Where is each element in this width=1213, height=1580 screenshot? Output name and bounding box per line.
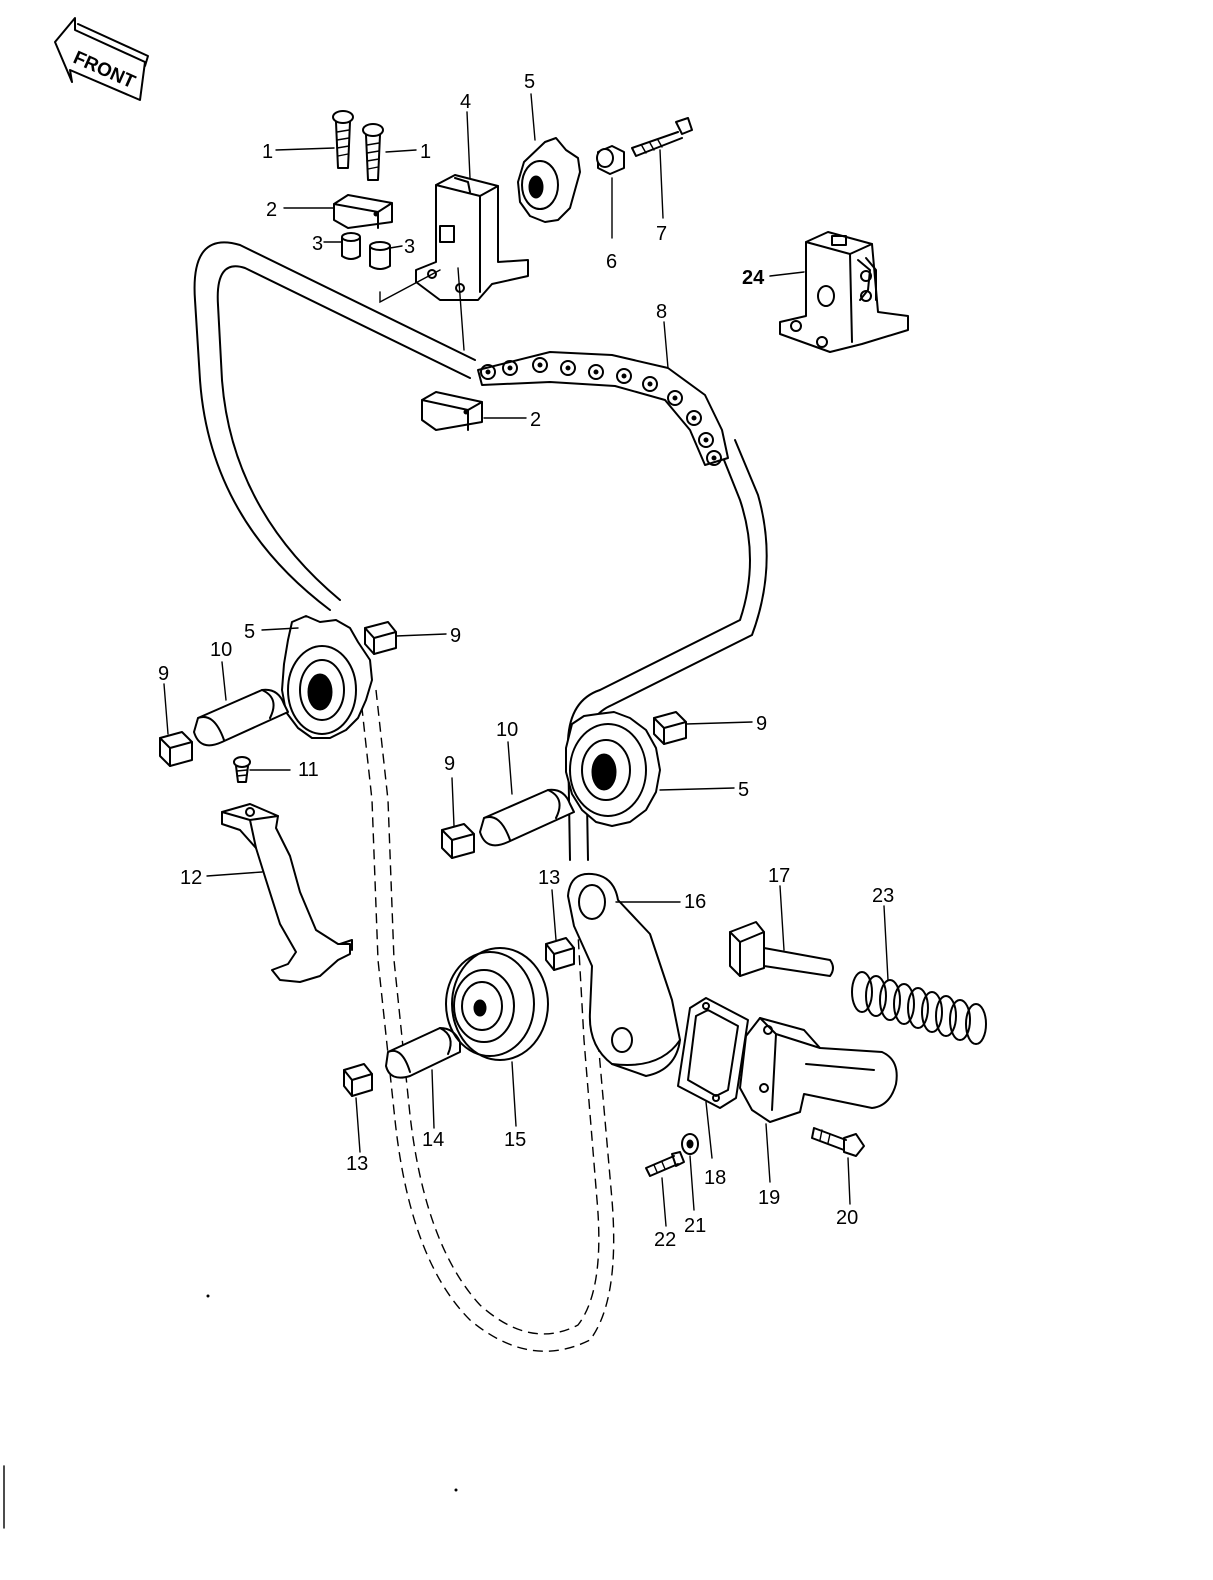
guide-14: [385, 1027, 461, 1079]
scan-speck: [206, 1294, 210, 1298]
callout-14: 14: [422, 1129, 444, 1151]
callout-13a: 13: [538, 867, 560, 889]
bracket-4: [415, 174, 529, 301]
callout-15: 15: [504, 1129, 526, 1151]
plunger-17: [729, 921, 834, 977]
scan-speck: [454, 1488, 458, 1492]
callout-10a: 10: [210, 639, 232, 661]
block-9-a: [364, 621, 397, 655]
callout-24: 24: [742, 267, 765, 289]
callout-5b: 5: [244, 621, 255, 643]
collar-3-left: [341, 232, 361, 260]
callout-3a: 3: [312, 233, 323, 255]
guide-10-left: [193, 688, 289, 747]
callout-18: 18: [704, 1167, 726, 1189]
guide-12: [221, 803, 353, 983]
callout-11: 11: [298, 759, 319, 781]
callout-10b: 10: [496, 719, 518, 741]
sprocket-5-right: [565, 711, 661, 827]
callout-21: 21: [684, 1215, 706, 1237]
front-arrow-badge: FRONT: [54, 17, 149, 101]
tensioner-arm-16: [567, 872, 681, 1077]
callout-9c: 9: [756, 713, 767, 735]
bolt-22: [645, 1151, 685, 1177]
callout-2b: 2: [530, 409, 541, 431]
callout-13b: 13: [346, 1153, 368, 1175]
callout-7: 7: [656, 223, 667, 245]
plate-2-lower: [421, 391, 483, 431]
callout-12: 12: [180, 867, 202, 889]
callout-1b: 1: [420, 141, 431, 163]
guide-10-right: [479, 788, 575, 847]
callout-19: 19: [758, 1187, 780, 1209]
bracket-24: [779, 231, 909, 353]
spring-23: [851, 971, 987, 1045]
callout-5c: 5: [738, 779, 749, 801]
callout-9b: 9: [158, 663, 169, 685]
callout-22: 22: [654, 1229, 676, 1251]
gasket-18: [677, 997, 749, 1109]
block-9-b: [159, 731, 193, 767]
callout-3b: 3: [404, 236, 415, 258]
collar-6: [596, 145, 625, 175]
callout-labels: 1 1 2 3 3 4 5 6 7 8 24 2 5 9 9 10 11 9 1…: [158, 71, 894, 1251]
bolt-1-left: [332, 110, 354, 169]
callout-4: 4: [460, 91, 471, 113]
tensioner-housing-19: [739, 1017, 898, 1123]
callout-16: 16: [684, 891, 706, 913]
leader-lines: [163, 93, 889, 1227]
callout-2a: 2: [266, 199, 277, 221]
callout-6: 6: [606, 251, 617, 273]
callout-1a: 1: [262, 141, 273, 163]
leader-bracket-guide: [379, 267, 465, 351]
callout-20: 20: [836, 1207, 858, 1229]
bolt-20: [811, 1127, 865, 1157]
bolt-7: [631, 117, 693, 157]
sprocket-5-top: [517, 137, 581, 223]
washer-21: [681, 1133, 699, 1155]
block-13-a: [545, 937, 575, 971]
screw-11: [233, 756, 251, 783]
block-9-c: [653, 711, 687, 745]
sprocket-5-left: [281, 615, 373, 739]
bolt-1-right: [362, 123, 384, 181]
callout-8: 8: [656, 301, 667, 323]
callout-9d: 9: [444, 753, 455, 775]
cam-chain-8: [477, 351, 729, 466]
callout-5a: 5: [524, 71, 535, 93]
block-13-b: [343, 1063, 373, 1097]
idler-wheel-15: [445, 947, 549, 1061]
callout-23: 23: [872, 885, 894, 907]
collar-3-right: [369, 241, 391, 270]
cam-chain-loop: [193, 241, 768, 1352]
callout-9a: 9: [450, 625, 461, 647]
callout-17: 17: [768, 865, 790, 887]
block-9-d: [441, 823, 475, 859]
plate-2-upper: [333, 194, 393, 229]
